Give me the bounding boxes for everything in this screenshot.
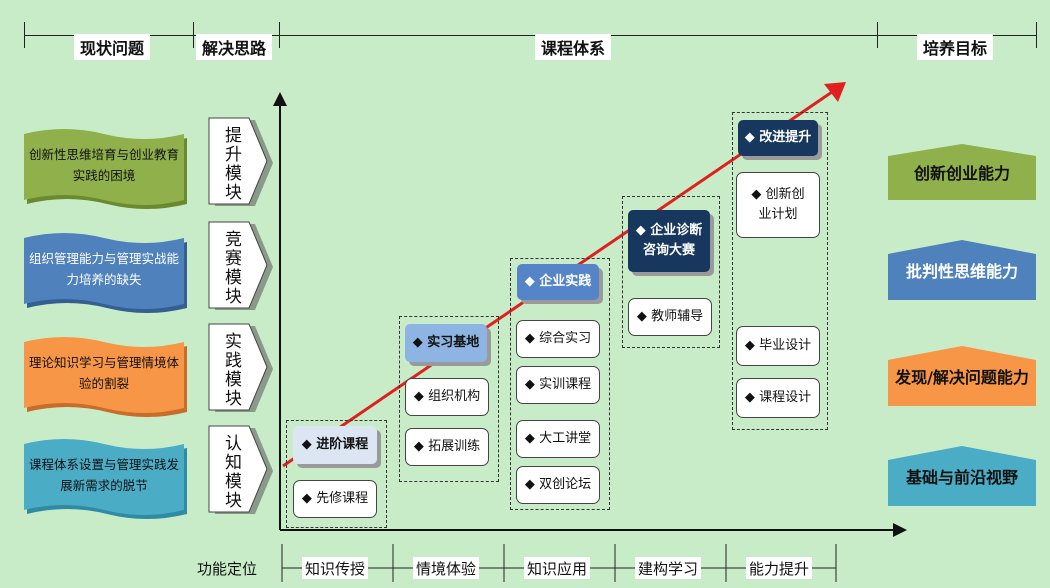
- stage-item: ◆ 实训课程: [516, 366, 600, 404]
- stage-item: ◆ 课程设计: [736, 378, 820, 418]
- bottom-label-5: 能力提升: [746, 557, 813, 579]
- header-current-problems: 现状问题: [74, 34, 151, 60]
- stage-box-1: [286, 420, 387, 528]
- goal-4: 基础与前沿视野: [888, 446, 1036, 506]
- goal-label: 发现/解决问题能力: [895, 368, 1029, 387]
- goal-1: 创新创业能力: [888, 144, 1036, 200]
- stage-item: ◆ 创新创业计划: [736, 172, 820, 238]
- stage-head-label: 企业实践: [539, 274, 592, 289]
- bottom-label-4: 建构学习: [635, 557, 702, 579]
- problem-flag-3: 理论知识学习与管理情境体验的割裂: [18, 332, 190, 418]
- stage-head-2: ◆ 实习基地: [405, 324, 487, 362]
- dimension-line: [24, 35, 1036, 36]
- header-training-goals: 培养目标: [917, 34, 994, 60]
- goal-label: 批判性思维能力: [905, 262, 1018, 281]
- goal-label: 基础与前沿视野: [905, 468, 1018, 487]
- stage-item: ◆ 大工讲堂: [516, 420, 600, 458]
- stage-head-label: 改进提升: [759, 130, 812, 145]
- problem-text: 理论知识学习与管理情境体验的割裂: [28, 355, 179, 391]
- stage-head-4: ◆ 企业诊断咨询大赛: [628, 210, 710, 272]
- problem-text: 课程体系设置与管理实践发展新需求的脱节: [28, 457, 179, 493]
- stage-item: ◆ 先修课程: [293, 480, 377, 518]
- module-label: 实践模块: [221, 332, 241, 408]
- problem-flag-1: 创新性思维培育与创业教育实践的困境: [18, 124, 190, 210]
- module-chevron-2: 竞赛模块: [207, 220, 277, 314]
- stage-item: ◆ 双创论坛: [516, 466, 600, 504]
- module-chevron-3: 实践模块: [207, 322, 277, 416]
- stage-item: ◆ 综合实习: [516, 320, 600, 358]
- header-solution-ideas: 解决思路: [196, 34, 273, 60]
- problem-text: 组织管理能力与管理实战能力培养的缺失: [28, 251, 179, 287]
- problem-flag-4: 课程体系设置与管理实践发展新需求的脱节: [18, 434, 190, 520]
- stage-head-label: 企业诊断咨询大赛: [642, 223, 703, 258]
- problem-flag-2: 组织管理能力与管理实战能力培养的缺失: [18, 228, 190, 314]
- module-label: 竞赛模块: [221, 230, 241, 306]
- dimension-tick: [1036, 22, 1037, 48]
- stage-head-3: ◆ 企业实践: [517, 264, 599, 300]
- goal-label: 创新创业能力: [913, 164, 1010, 183]
- goal-3: 发现/解决问题能力: [888, 346, 1036, 406]
- module-chevron-1: 提升模块: [207, 116, 277, 210]
- stage-box-3: [510, 258, 610, 510]
- header-curriculum-system: 课程体系: [535, 34, 612, 60]
- stage-item: ◆ 组织机构: [405, 378, 489, 416]
- goal-2: 批判性思维能力: [888, 240, 1036, 300]
- stage-head-1: ◆ 进阶课程: [293, 426, 377, 464]
- stage-box-2: [399, 316, 499, 482]
- module-chevron-4: 认知模块: [207, 424, 277, 518]
- problem-text: 创新性思维培育与创业教育实践的困境: [28, 147, 179, 183]
- stage-head-5: ◆ 改进提升: [738, 120, 818, 156]
- bottom-label-1: 知识传授: [302, 557, 369, 579]
- stage-head-label: 进阶课程: [316, 437, 369, 452]
- module-label: 认知模块: [221, 434, 241, 510]
- bottom-label-2: 情境体验: [413, 557, 480, 579]
- stage-head-label: 实习基地: [427, 335, 480, 350]
- stage-box-4: [622, 196, 720, 348]
- stage-box-5: [732, 112, 828, 430]
- module-label: 提升模块: [221, 126, 241, 202]
- stage-item: ◆ 拓展训练: [405, 428, 489, 466]
- stage-item: ◆ 毕业设计: [736, 326, 820, 366]
- bottom-positioning-label: 功能定位: [197, 559, 258, 578]
- bottom-label-3: 知识应用: [524, 557, 591, 579]
- bullet: ◆: [301, 437, 312, 452]
- stage-item: ◆ 教师辅导: [628, 298, 712, 336]
